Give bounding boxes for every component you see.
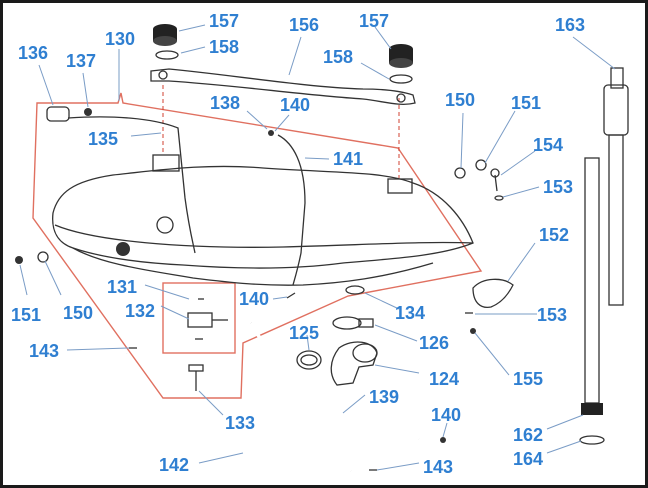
callout-132: 132 bbox=[125, 301, 155, 321]
callout-154: 154 bbox=[533, 135, 563, 155]
valve-132-part bbox=[187, 298, 228, 340]
strap-hole-right bbox=[396, 93, 406, 103]
tank-filler-neck-left bbox=[152, 154, 180, 172]
callout-163: 163 bbox=[555, 15, 585, 35]
callout-134: 134 bbox=[395, 303, 425, 323]
callout-151-left: 151 bbox=[11, 305, 41, 325]
callout-125: 125 bbox=[289, 323, 319, 343]
callout-126: 126 bbox=[419, 333, 449, 353]
callout-136: 136 bbox=[18, 43, 48, 63]
callout-143-left: 143 bbox=[29, 341, 59, 361]
elbow-hose-124-part bbox=[330, 341, 378, 386]
tank-filler-neck-right bbox=[387, 178, 413, 194]
callout-137: 137 bbox=[66, 51, 96, 71]
tank-fitting bbox=[156, 216, 174, 234]
bolt-133-part bbox=[188, 364, 204, 391]
callout-155: 155 bbox=[513, 369, 543, 389]
rubber-mount-left-part bbox=[153, 24, 179, 60]
callout-162: 162 bbox=[513, 425, 543, 445]
bolt-151-left bbox=[15, 251, 49, 264]
clamp-140-part bbox=[268, 130, 274, 136]
callout-158-top-left: 158 bbox=[209, 37, 239, 57]
clamp-140c-part bbox=[440, 437, 446, 443]
callout-131: 131 bbox=[107, 277, 137, 297]
callout-139: 139 bbox=[369, 387, 399, 407]
callout-156: 156 bbox=[289, 15, 319, 35]
callout-140-bottom: 140 bbox=[431, 405, 461, 425]
callout-152: 152 bbox=[539, 225, 569, 245]
rubber-mount-right-part bbox=[389, 44, 413, 84]
tank-lower-shell bbox=[72, 247, 434, 286]
fuel-sender-rod-part bbox=[603, 67, 629, 306]
clip-137-part bbox=[84, 108, 92, 116]
callout-153-lower: 153 bbox=[537, 305, 567, 325]
callout-158-top-right: 158 bbox=[323, 47, 353, 67]
callout-135: 135 bbox=[88, 129, 118, 149]
fuel-pickup-tube-part bbox=[579, 157, 605, 445]
valve-kit-box bbox=[162, 282, 236, 354]
callout-150-right: 150 bbox=[445, 90, 475, 110]
tank-seam bbox=[54, 224, 474, 248]
exploded-parts-diagram: 157 158 156 157 158 163 136 137 130 138 … bbox=[11, 11, 629, 477]
callout-142: 142 bbox=[159, 455, 189, 475]
callout-130: 130 bbox=[105, 29, 135, 49]
hose-142-part bbox=[126, 352, 352, 472]
callout-164: 164 bbox=[513, 449, 543, 469]
bolt-151-right bbox=[454, 159, 487, 179]
grommet-134-part bbox=[345, 285, 365, 295]
callout-141: 141 bbox=[333, 149, 363, 169]
callout-143-bottom: 143 bbox=[423, 457, 453, 477]
kit-outline bbox=[32, 92, 483, 399]
callout-157-top-right: 157 bbox=[359, 11, 389, 31]
clamp-140b-part bbox=[286, 292, 296, 299]
heel-guard-152-part bbox=[472, 278, 514, 309]
vent-tube-141 bbox=[277, 134, 306, 286]
filter-136-part bbox=[46, 106, 70, 122]
clamp-125-part bbox=[296, 350, 322, 370]
strap-hole-left bbox=[158, 70, 168, 80]
callout-157-top-left: 157 bbox=[209, 11, 239, 31]
callout-140-top: 140 bbox=[280, 95, 310, 115]
callout-138: 138 bbox=[210, 93, 240, 113]
tank-outlet bbox=[116, 242, 130, 256]
callout-150-left: 150 bbox=[63, 303, 93, 323]
callout-124: 124 bbox=[429, 369, 459, 389]
leader-lines bbox=[19, 24, 616, 471]
clamp-126-part bbox=[332, 316, 374, 330]
fuel-tank-body bbox=[52, 165, 474, 269]
tank-strap-part bbox=[150, 68, 416, 105]
vent-tube-135 bbox=[67, 116, 196, 254]
callout-153-upper: 153 bbox=[543, 177, 573, 197]
callout-151-right: 151 bbox=[511, 93, 541, 113]
callout-140-middle: 140 bbox=[239, 289, 269, 309]
plug-155-part bbox=[470, 328, 476, 334]
callout-133: 133 bbox=[225, 413, 255, 433]
bolt-154-part bbox=[490, 168, 504, 201]
